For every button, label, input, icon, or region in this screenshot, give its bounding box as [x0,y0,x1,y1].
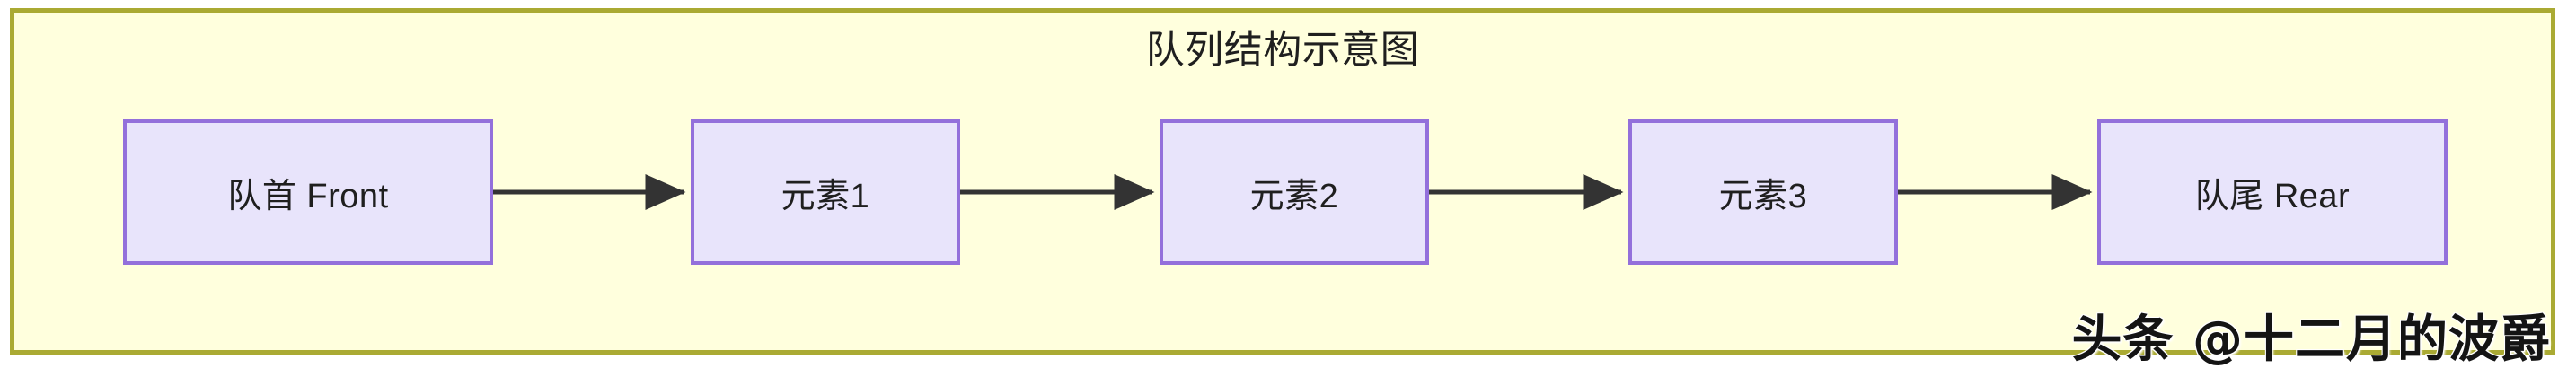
queue-node-front[interactable]: 队首 Front [123,119,493,265]
queue-node-label: 队首 Front [227,177,389,215]
diagram-panel: 队列结构示意图 队首 Front 元素1 元素2 元素3 [10,8,2555,355]
queue-node-element1[interactable]: 元素1 [691,119,960,265]
queue-node-label: 队尾 Rear [2194,177,2351,215]
queue-node-element2[interactable]: 元素2 [1160,119,1429,265]
queue-node-rear[interactable]: 队尾 Rear [2097,119,2448,265]
queue-node-row: 队首 Front 元素1 元素2 元素3 队尾 Rear [14,13,2560,350]
queue-node-label: 元素3 [1718,177,1808,215]
queue-node-label: 元素1 [781,177,870,215]
queue-node-element3[interactable]: 元素3 [1628,119,1898,265]
watermark-text: 头条 @十二月的波爵 [2071,311,2551,369]
queue-node-label: 元素2 [1249,177,1339,215]
page-title: 队列结构示意图 [1145,29,1420,72]
